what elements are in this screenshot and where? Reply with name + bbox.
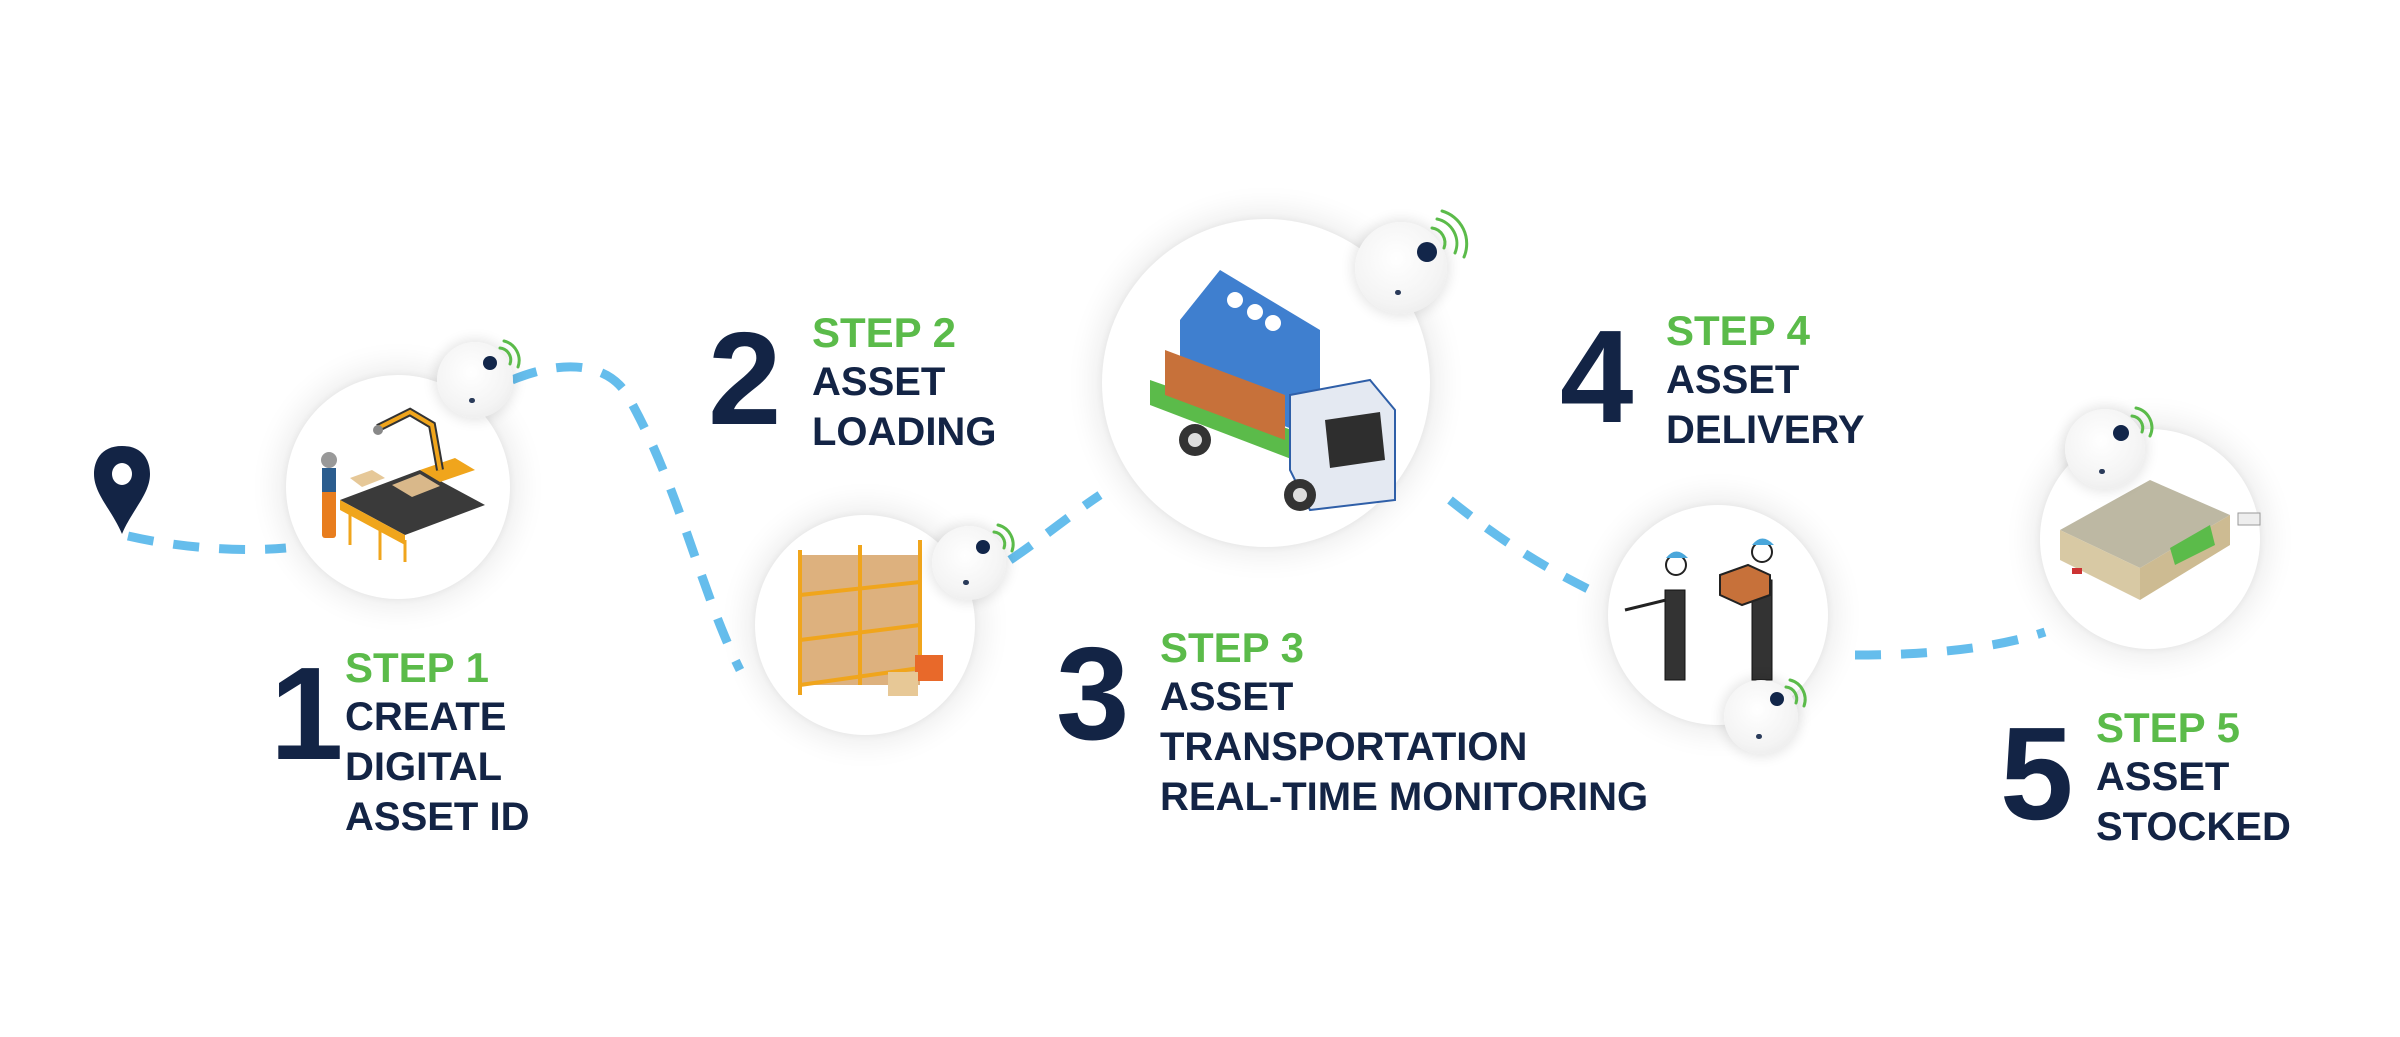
delivery-workers-icon xyxy=(1624,538,1774,681)
step-number: 2 xyxy=(708,305,781,452)
robotic-arm-conveyor-icon xyxy=(321,407,485,562)
step-keyword: STEP 4 xyxy=(1666,307,1810,354)
sensor-led xyxy=(963,580,969,585)
step-title-line: ASSET xyxy=(812,360,946,404)
route-segment-2 xyxy=(510,362,745,673)
route-segment-5 xyxy=(1854,627,2047,660)
shield-check-icon xyxy=(2113,425,2129,441)
sensor-led xyxy=(1756,734,1762,739)
tracking-sensor xyxy=(437,342,513,418)
step-title-line: ASSET xyxy=(1666,358,1800,402)
step-number: 5 xyxy=(2000,700,2073,847)
step-keyword: STEP 1 xyxy=(345,644,489,691)
step-keyword: STEP 5 xyxy=(2096,704,2240,751)
step-title-line: DIGITAL xyxy=(345,745,503,789)
shield-check-icon xyxy=(976,540,990,554)
step-title-line: ASSET xyxy=(1160,675,1294,719)
wifi-signal-icon xyxy=(2130,406,2154,438)
wifi-signal-icon xyxy=(1430,209,1469,259)
cargo-truck-icon xyxy=(1150,270,1396,512)
tracking-sensor xyxy=(1724,680,1798,754)
shield-check-icon xyxy=(483,356,497,370)
step-title-line: TRANSPORTATION xyxy=(1160,725,1528,769)
step-number: 1 xyxy=(270,640,343,787)
route-segment-4 xyxy=(1447,496,1593,595)
route-segment-1 xyxy=(126,531,287,554)
step-keyword: STEP 2 xyxy=(812,309,956,356)
step-title-line: REAL-TIME MONITORING xyxy=(1160,775,1649,819)
step-title-line: DELIVERY xyxy=(1666,408,1865,452)
sensor-led xyxy=(469,398,475,403)
route-segment-3 xyxy=(1007,491,1103,564)
step-number: 3 xyxy=(1056,620,1129,767)
step-number: 4 xyxy=(1560,303,1633,450)
wifi-signal-icon xyxy=(1784,678,1807,708)
tracking-sensor xyxy=(2065,409,2145,489)
step-keyword: STEP 3 xyxy=(1160,624,1304,671)
warehouse-shelves-forklift-icon xyxy=(798,540,943,696)
retail-store-icon xyxy=(2060,480,2261,600)
step-title-line: LOADING xyxy=(812,410,997,454)
shield-check-icon xyxy=(1417,242,1437,262)
sensor-led xyxy=(2099,469,2105,474)
sensor-led xyxy=(1395,290,1401,295)
step-title-line: ASSET xyxy=(2096,755,2230,799)
wifi-signal-icon xyxy=(498,339,521,369)
shield-check-icon xyxy=(1770,692,1784,706)
wifi-signal-icon xyxy=(992,523,1015,553)
tracking-sensor xyxy=(1355,222,1447,314)
step-title-line: CREATE xyxy=(345,695,507,739)
step-title-line: STOCKED xyxy=(2096,805,2291,849)
step-title-line: ASSET ID xyxy=(345,795,530,839)
tracking-sensor xyxy=(932,526,1006,600)
